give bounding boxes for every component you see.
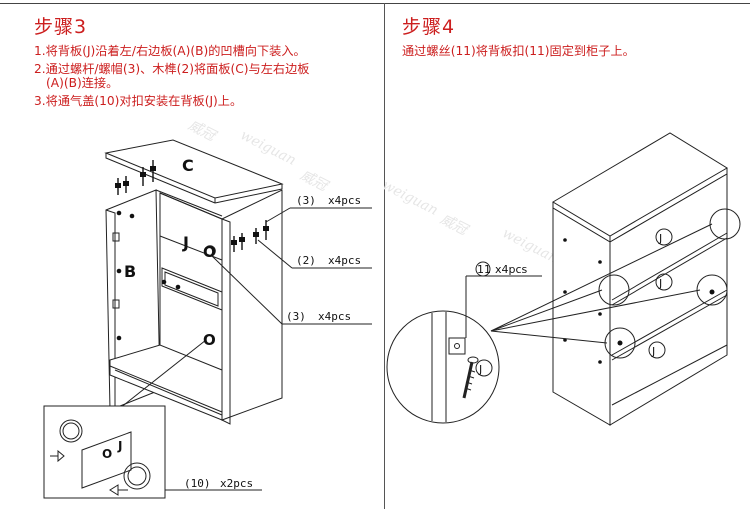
label-j: J [651, 345, 655, 358]
callout-qty: x4pcs [328, 194, 361, 207]
part-number-circle [475, 261, 491, 277]
screw-icon [462, 356, 479, 399]
label-j: J [658, 277, 662, 290]
step4-title: 步骤4 [402, 16, 456, 38]
back-rail [611, 294, 728, 361]
leader-line [114, 339, 207, 413]
j-marker [655, 228, 673, 246]
step3-instruction-1: 1.将背板(J)沿着左/右边板(A)(B)的凹槽向下装入。 [34, 44, 306, 58]
projection-line [490, 289, 701, 332]
cabinet-side [552, 207, 611, 426]
projection-line [490, 223, 713, 332]
side-holes [563, 238, 715, 364]
label-panel-j: J [182, 233, 189, 252]
vent-cover-top [59, 419, 83, 443]
j-marker [648, 341, 666, 359]
callout-qty: x4pcs [318, 310, 351, 323]
step4-cabinet-diagram [386, 132, 741, 426]
label-panel-b: B [124, 262, 136, 281]
vent-slot-inner [164, 271, 219, 307]
j-marker [655, 273, 673, 291]
column-divider [384, 3, 385, 509]
vent-cover-top-inner [62, 422, 80, 440]
vent-cover-hole [204, 245, 216, 257]
back-panel-clip [448, 337, 466, 355]
vent-cover-bottom [123, 462, 151, 490]
step3-title: 步骤3 [34, 16, 88, 38]
label-vent-o-lower: O [203, 331, 216, 349]
label-detail-o: O [102, 447, 112, 461]
top-panel-edge [214, 188, 283, 204]
leader-line [257, 239, 293, 269]
arrow-icon [109, 484, 128, 496]
vent-cover-bottom-inner [127, 466, 147, 486]
side-panel-a [221, 189, 283, 421]
bottom-panel-edge [114, 369, 223, 416]
zoom-circle [696, 274, 728, 306]
callout-part: 11 [477, 263, 491, 276]
step3-instructions: 1.将背板(J)沿着左/右边板(A)(B)的凹槽向下装入。 2.通过螺杆/螺帽(… [34, 44, 380, 112]
bottom-panel-edge [109, 365, 223, 413]
step4-instructions: 通过螺丝(11)将背板扣(11)固定到柜子上。 [402, 44, 748, 62]
projection-line [490, 330, 608, 344]
step3-instruction-2-cont: (A)(B)连接。 [46, 76, 119, 90]
back-rail [611, 232, 728, 301]
callout-part: (3) [286, 310, 306, 323]
label-vent-o-upper: O [203, 243, 216, 261]
step4-instruction-1: 通过螺丝(11)将背板扣(11)固定到柜子上。 [402, 44, 635, 58]
label-detail-j: J [117, 439, 122, 453]
leader-line [211, 255, 283, 325]
leader-line [265, 207, 291, 223]
cabinet-back [609, 173, 728, 426]
zoom-circle [598, 274, 630, 306]
label-j: J [658, 232, 662, 245]
label-j: J [478, 363, 482, 376]
clip-hole [454, 343, 460, 349]
callout-qty: x4pcs [495, 263, 528, 276]
panel-top-edge [155, 189, 223, 217]
label-panel-c: C [182, 156, 194, 175]
callout-qty: x2pcs [220, 477, 253, 490]
callout-part: (3) [296, 194, 316, 207]
dowel-slots [112, 232, 120, 309]
arrow-icon [50, 449, 65, 463]
step3-cabinet-diagram [43, 139, 372, 499]
callout-qty: x4pcs [328, 254, 361, 267]
back-rail [611, 237, 728, 306]
zoom-circle [709, 208, 741, 240]
projection-line [490, 289, 603, 332]
step3-instruction-3: 3.将通气盖(10)对扣安装在背板(J)上。 [34, 94, 243, 108]
callout-part: (10) [184, 477, 211, 490]
callout-part: (2) [296, 254, 316, 267]
j-marker [475, 359, 493, 377]
back-rail [611, 289, 728, 356]
bottom-panel [109, 344, 223, 421]
step3-instruction-2: 2.通过螺杆/螺帽(3)、木榫(2)将面板(C)与左右边板 [34, 62, 310, 76]
detail-magnifier [386, 310, 500, 424]
side-panel-a-edge [221, 218, 231, 425]
detail-back-panel [81, 431, 132, 489]
bolt-heads [115, 166, 269, 245]
top-panel-edge [105, 153, 216, 204]
back-rail [611, 344, 728, 406]
top-border-line [0, 3, 750, 4]
hole-markers [116, 210, 181, 341]
